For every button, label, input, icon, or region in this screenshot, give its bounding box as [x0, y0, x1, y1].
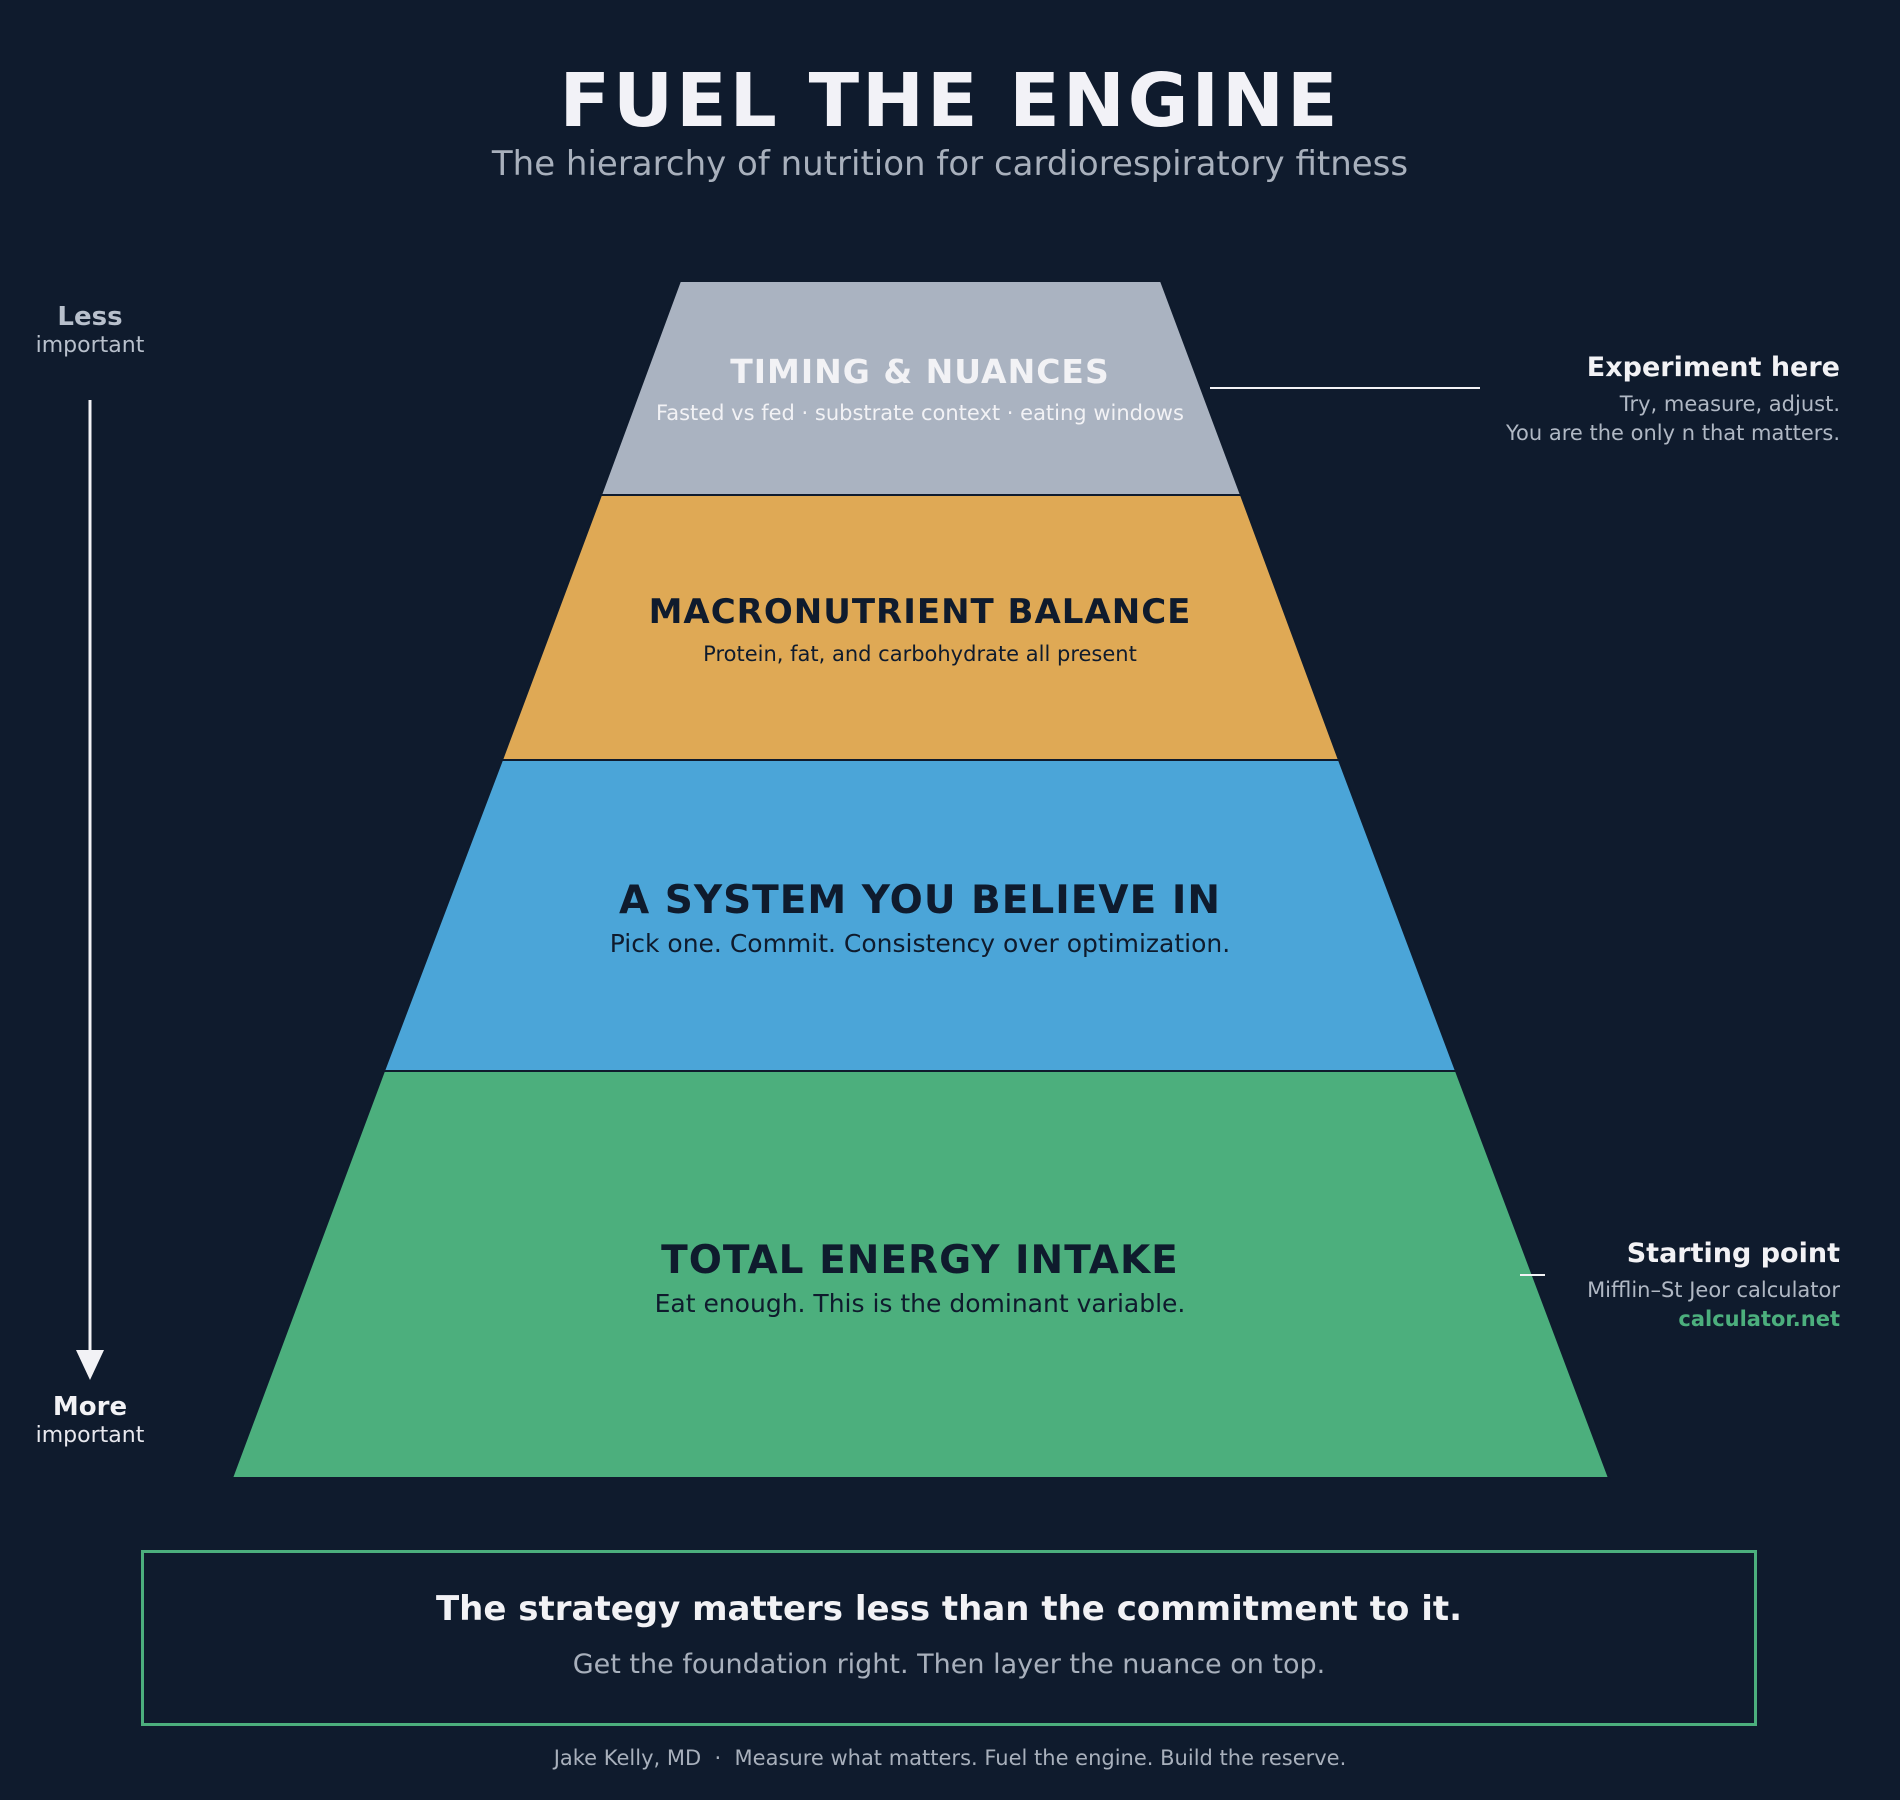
tier-description: Fasted vs fed · substrate context · eati… [656, 401, 1184, 425]
footer-text: Jake Kelly, MD · Measure what matters. F… [553, 1746, 1347, 1770]
tier-label-system: A SYSTEM YOU BELIEVE IN Pick one. Commit… [520, 878, 1320, 958]
axis-label-less: Less important [20, 302, 160, 360]
axis-label-more: More important [20, 1392, 160, 1450]
tier-label-timing: TIMING & NUANCES Fasted vs fed · substra… [620, 352, 1220, 425]
note-line: Try, measure, adjust. [1619, 392, 1840, 417]
tier-name: TIMING & NUANCES [730, 352, 1110, 391]
note-experiment-here: Experiment here Try, measure, adjust. Yo… [1506, 350, 1840, 447]
tier-name: MACRONUTRIENT BALANCE [648, 592, 1192, 632]
page-title: FUEL THE ENGINE [559, 58, 1341, 144]
note-starting-point: Starting point Mifflin–St Jeor calculato… [1587, 1236, 1840, 1333]
axis-less-strong: Less [57, 302, 123, 332]
note-title: Experiment here [1586, 352, 1840, 383]
note-title: Starting point [1626, 1238, 1840, 1269]
tier-description: Eat enough. This is the dominant variabl… [654, 1289, 1186, 1318]
importance-arrow-head [76, 1350, 104, 1380]
axis-more-weak: important [35, 1423, 145, 1449]
axis-less-weak: important [35, 333, 145, 359]
note-line: Mifflin–St Jeor calculator [1587, 1278, 1840, 1303]
axis-more-strong: More [52, 1392, 128, 1422]
callout-sub-text: Get the foundation right. Then layer the… [572, 1649, 1326, 1680]
note-line: You are the only n that matters. [1505, 420, 1840, 445]
callout-main-text: The strategy matters less than the commi… [435, 1589, 1463, 1629]
tier-description: Protein, fat, and carbohydrate all prese… [703, 642, 1137, 666]
tier-label-macronutrient: MACRONUTRIENT BALANCE Protein, fat, and … [570, 592, 1270, 666]
tier-name: TOTAL ENERGY INTAKE [661, 1238, 1179, 1283]
tier-description: Pick one. Commit. Consistency over optim… [609, 929, 1231, 958]
page-subtitle: The hierarchy of nutrition for cardiores… [491, 144, 1409, 184]
calculator-link[interactable]: calculator.net [1678, 1306, 1840, 1331]
callout-box: The strategy matters less than the commi… [141, 1550, 1757, 1726]
tier-label-total-energy: TOTAL ENERGY INTAKE Eat enough. This is … [520, 1238, 1320, 1318]
tier-name: A SYSTEM YOU BELIEVE IN [619, 878, 1221, 923]
tier-total-energy-intake [230, 1070, 1611, 1479]
